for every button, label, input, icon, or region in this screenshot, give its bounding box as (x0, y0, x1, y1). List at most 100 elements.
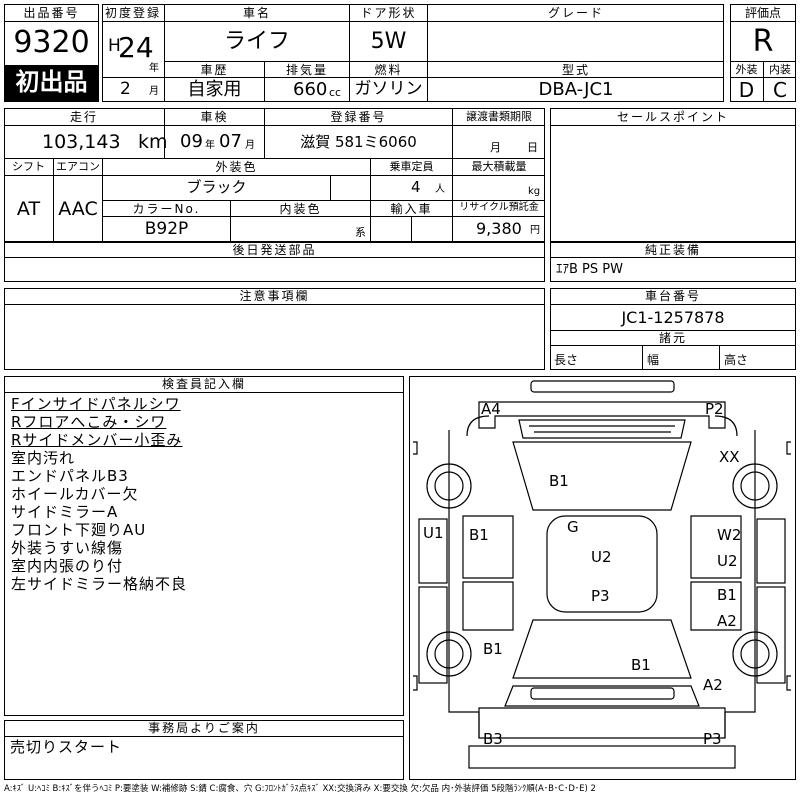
damage-mark: P3 (703, 730, 722, 748)
chassis-value: JC1-1257878 (621, 308, 725, 327)
inspector-note: 外装うすい線傷 (11, 539, 124, 557)
interior-label: 内装 (769, 63, 791, 76)
inspection-year: 09 (180, 131, 203, 152)
history-value: 自家用 (187, 79, 242, 100)
ac-label: エアコン (56, 160, 100, 173)
first-reg-year: 24 (118, 31, 154, 64)
damage-mark: P3 (591, 587, 610, 605)
inspection-month-unit: 月 (245, 140, 255, 151)
damage-mark: XX (719, 448, 740, 466)
damage-mark: A4 (481, 400, 501, 418)
exterior-grade: D (738, 78, 755, 102)
fuel-value: ガソリン (354, 79, 423, 99)
era: H (108, 36, 121, 56)
color-no-value: B92P (144, 219, 189, 239)
model-value: DBA-JC1 (538, 79, 614, 100)
equipment-label: 純正装備 (644, 243, 701, 257)
color-value: ブラック (186, 178, 247, 196)
damage-mark: A2 (703, 676, 723, 694)
equipment-value: ｴｱB PS PW (556, 262, 623, 277)
chassis-box (550, 288, 796, 370)
displacement-value: 660 (293, 79, 328, 100)
inspector-note: サイドミラーA (11, 503, 119, 521)
interior-grade: C (773, 78, 787, 102)
door-type: 5W (370, 29, 407, 54)
mileage-label: 走行 (69, 110, 98, 124)
month-unit: 月 (149, 86, 159, 97)
plate-value: 滋賀 581ミ6060 (300, 133, 417, 151)
grade-label: グレード (547, 6, 604, 20)
inspector-note: 室内内張のり付 (11, 557, 124, 575)
damage-legend: A:ｷｽﾞ U:ﾍｺﾐ B:ｷｽﾞを伴うﾍｺﾐ P:要塗装 W:補修跡 S:錆 … (4, 784, 596, 794)
recycle-label: リサイクル預託金 (459, 202, 539, 213)
score-label: 評価点 (744, 6, 781, 20)
color-no-label: カラーNo. (132, 202, 201, 216)
mileage-unit: km (138, 131, 168, 153)
damage-mark: W2 (717, 526, 741, 544)
first-reg-label: 初度登録 (104, 6, 161, 20)
inspector-box (4, 376, 404, 716)
displacement-label: 排気量 (285, 63, 328, 77)
length-label: 長さ (554, 353, 579, 367)
damage-mark: U2 (717, 552, 738, 570)
notes-label: 注意事項欄 (239, 289, 310, 303)
inspector-note: エンドパネルB3 (11, 467, 129, 485)
mileage-value: 103,143 (42, 131, 121, 153)
office-value: 売切りスタート (10, 738, 123, 756)
shift-label: シフト (12, 160, 45, 173)
header-table (102, 4, 724, 102)
car-name: ライフ (223, 29, 290, 54)
year-unit: 年 (149, 63, 159, 74)
model-label: 型式 (561, 63, 590, 77)
transfer-label: 譲渡書類期限 (466, 110, 532, 123)
fuel-label: 燃料 (374, 63, 403, 77)
lot-label: 出品番号 (23, 6, 80, 20)
inspector-note: Rサイドメンバー小歪み (11, 431, 183, 449)
color-label: 外装色 (215, 160, 258, 174)
inspection-month: 07 (219, 131, 242, 152)
load-label: 最大積載量 (471, 160, 527, 173)
damage-mark: B1 (631, 656, 651, 674)
damage-mark: B3 (483, 730, 503, 748)
displacement-unit: cc (329, 86, 342, 99)
transfer-day-unit: 日 (527, 141, 538, 154)
score-value: R (752, 24, 774, 59)
interior-color-label: 内装色 (279, 202, 322, 216)
damage-mark: B1 (469, 526, 489, 544)
inspection-year-unit: 年 (205, 140, 215, 151)
damage-mark: G (567, 518, 579, 536)
car-name-label: 車名 (242, 6, 271, 20)
sales-point-label: セールスポイント (616, 110, 729, 124)
ac-value: AAC (58, 198, 98, 220)
office-label: 事務局よりご案内 (148, 721, 260, 735)
load-unit: kg (528, 186, 541, 197)
capacity-label: 乗車定員 (389, 160, 434, 173)
inspector-note: 室内汚れ (11, 449, 76, 467)
shift-value: AT (16, 198, 41, 220)
lot-number: 9320 (13, 25, 90, 60)
damage-mark: B1 (549, 472, 569, 490)
damage-mark: B1 (483, 640, 503, 658)
interior-color-suffix: 系 (355, 226, 366, 239)
damage-mark: U1 (423, 524, 444, 542)
first-listing-label: 初出品 (15, 68, 88, 96)
plate-label: 登録番号 (330, 110, 387, 124)
damage-mark: B1 (717, 586, 737, 604)
office-box (4, 720, 404, 780)
capacity-value: 4 (411, 178, 421, 196)
chassis-label: 車台番号 (644, 289, 701, 303)
inspector-note: フロント下廻りAU (11, 521, 147, 539)
width-label: 幅 (647, 353, 660, 367)
inspection-label: 車検 (200, 110, 229, 124)
recycle-unit: 円 (530, 225, 540, 236)
inspector-note: 左サイドミラー格納不良 (11, 575, 188, 593)
first-listing-badge (4, 65, 99, 102)
height-label: 高さ (724, 353, 749, 367)
inspector-note: Rフロアへこみ・シワ (11, 413, 167, 431)
later-parts-label: 後日発送部品 (232, 243, 317, 257)
inspector-notes-list: Fインサイドパネルシワ Rフロアへこみ・シワ Rサイドメンバー小歪み 室内汚れ … (11, 395, 187, 593)
inspector-note: Fインサイドパネルシワ (11, 395, 181, 413)
notes-box (4, 288, 545, 370)
capacity-unit: 人 (435, 184, 445, 195)
